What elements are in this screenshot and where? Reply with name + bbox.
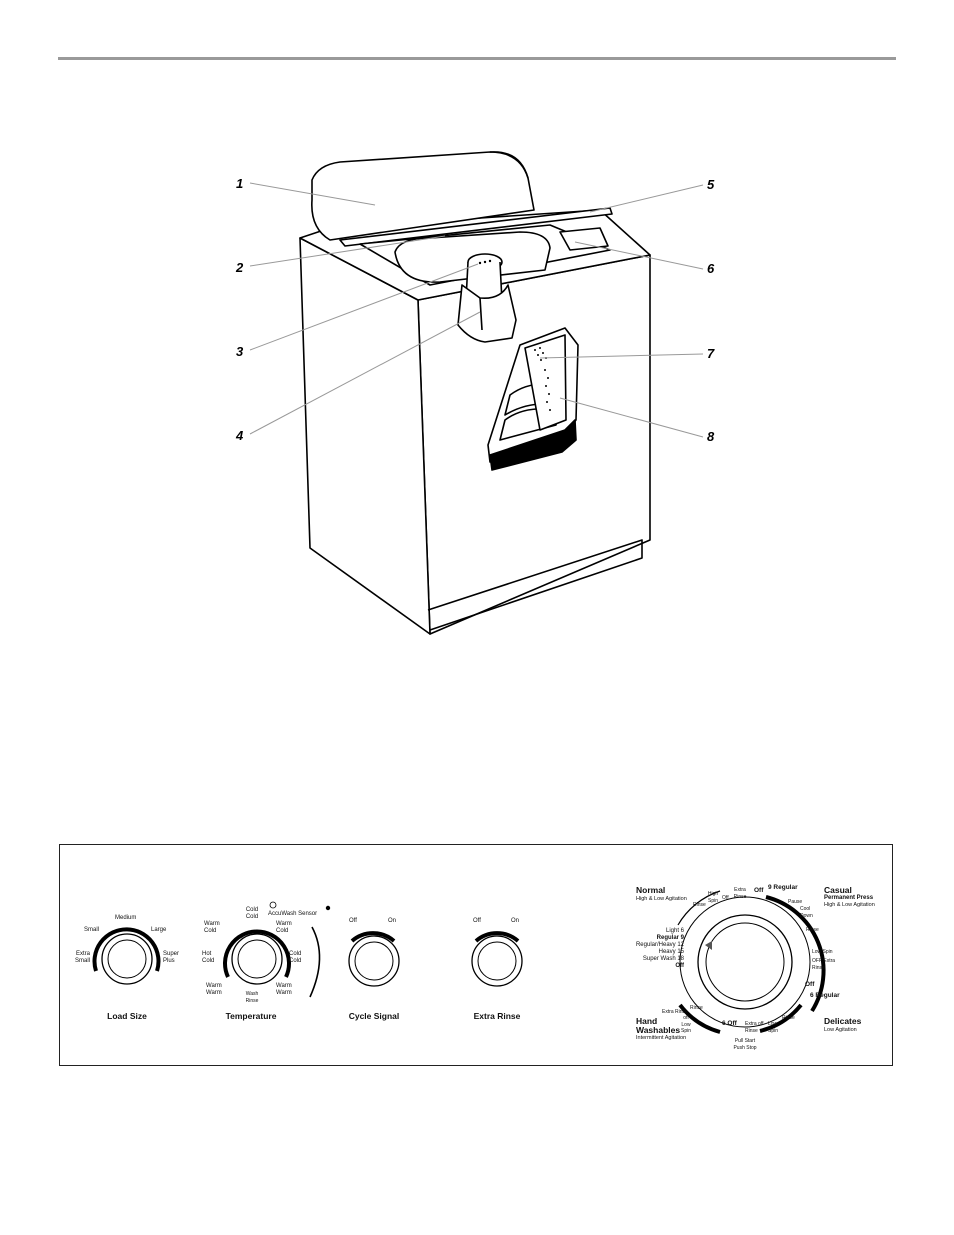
leader-7	[539, 353, 704, 359]
cycle-regular: Regular 9	[656, 935, 684, 941]
load-super-plus: Super Plus	[163, 951, 180, 964]
leader-1	[249, 182, 376, 206]
toe-kick	[427, 539, 643, 631]
cycle-rinse-r: Rinse	[806, 927, 819, 933]
cycle-rinse-top: Rinse	[693, 902, 706, 908]
callout-5: 5	[707, 177, 715, 192]
extra-rinse-label: Extra Rinse	[473, 1011, 521, 1021]
cycle-off-extra-rinse: OFF Extra Rinse	[812, 958, 836, 971]
control-panel: Extra Small Small Medium Large Super Plu…	[59, 844, 893, 1066]
leader-6	[574, 241, 704, 270]
cycle-pull-start: Pull Start Push Stop	[733, 1038, 757, 1051]
callout-7: 7	[707, 346, 715, 361]
cycle-off-left: Off	[675, 963, 684, 969]
cycle-casual-sub: High & Low Agitation	[824, 902, 875, 908]
cycle-six-regular: 6 Regular	[810, 992, 840, 999]
extra-rinse-off: Off	[473, 918, 481, 924]
load-small: Small	[84, 927, 100, 933]
cycle-rinse-br: Rinse	[782, 1015, 795, 1021]
cycle-extra-rinse-top: Extra Rinse	[733, 887, 747, 900]
temp-cold-cold-r: Cold Cold	[289, 951, 302, 964]
cycle-pause: Pause	[788, 899, 803, 905]
leader-4	[249, 311, 481, 435]
leader-2	[249, 235, 446, 267]
leader-5	[589, 184, 704, 213]
cycle-signal-arc	[350, 931, 396, 943]
callout-4: 4	[236, 428, 244, 443]
cycle-normal-sub: High & Low Agitation	[636, 896, 687, 902]
sensor-icon	[269, 901, 277, 909]
cycle-hand-title2: Washables	[636, 1025, 681, 1035]
temp-warm-cold-r: Warm Cold	[276, 921, 292, 934]
load-large: Large	[151, 927, 167, 933]
callout-3: 3	[236, 344, 244, 359]
cycle-six-off: 6 Off	[722, 1020, 737, 1027]
accuwash-sensor: AccuWash Sensor	[268, 911, 318, 917]
cloth	[457, 284, 517, 343]
panel-knobs	[92, 890, 826, 1034]
cycle-delicates-title: Delicates	[824, 1016, 862, 1026]
cycle-heavy: Heavy 15	[658, 949, 684, 955]
temperature-label: Temperature	[225, 1011, 277, 1021]
cycle-casual-title: Casual	[824, 885, 852, 895]
cycle-signal-off: Off	[349, 918, 357, 924]
cycle-signal-on: On	[388, 918, 397, 924]
cycle-delicates-sub: Low Agitation	[824, 1027, 857, 1033]
cycle-off-low-spin: off Low Spin	[680, 1015, 691, 1034]
cycle-nine-regular: 9 Regular	[768, 884, 798, 891]
temp-wash-rinse: Wash Rinse	[245, 991, 259, 1004]
extra-rinse-arc	[474, 931, 520, 943]
cycle-extra-rinse-l: Extra Rinse	[662, 1009, 688, 1015]
temp-warm-warm-l: Warm Warm	[206, 983, 222, 996]
callout-1: 1	[236, 176, 244, 191]
washer-illustration	[249, 151, 704, 635]
cycle-extra-off-rinse: Extra off Rinse	[745, 1021, 764, 1034]
top-rule	[58, 57, 896, 60]
load-size-label: Load Size	[107, 1011, 147, 1021]
lid-edge	[339, 207, 613, 247]
load-medium: Medium	[115, 915, 137, 921]
temp-cold-cold-top: Cold Cold	[245, 907, 259, 920]
cycle-low-spin: Low Spin	[812, 949, 833, 955]
load-size-arc	[92, 927, 161, 972]
load-extra-small: Extra Small	[74, 951, 90, 964]
cycle-super-wash: Super Wash 18	[642, 956, 684, 962]
cycle-off-r: Off	[805, 981, 815, 988]
cycle-signal-label: Cycle Signal	[348, 1011, 400, 1021]
cycle-casual-title2: Permanent Press	[824, 895, 874, 901]
cycle-regular-heavy: Regular/Heavy 12	[635, 942, 684, 948]
callout-6: 6	[707, 261, 715, 276]
leader-8	[559, 397, 704, 438]
temp-warm-warm-r: Warm Warm	[276, 983, 292, 996]
cycle-off-9: Off	[754, 887, 764, 894]
temp-warm-cold: Warm Cold	[204, 921, 220, 934]
temperature-arc	[223, 929, 291, 978]
callout-2: 2	[236, 260, 244, 275]
cycle-light: Light 6	[665, 928, 684, 934]
cycle-off-top: Off	[722, 895, 729, 901]
cycle-hand-sub: Intermittent Agitation	[636, 1035, 687, 1041]
temp-hot-cold: Hot Cold	[202, 951, 215, 964]
cycle-hand-title: Hand	[636, 1016, 658, 1026]
cycle-pointer-icon	[705, 941, 712, 950]
callout-8: 8	[707, 429, 715, 444]
cycle-low-spin-b: Low Spin	[768, 1021, 779, 1034]
leader-3	[249, 263, 479, 351]
cycle-rinse-bl: Rinse	[690, 1005, 703, 1011]
cycle-cool-down: Cool Down	[800, 906, 813, 919]
cycle-high-spin: High Spin	[707, 891, 719, 904]
cabinet-side	[299, 237, 431, 635]
cycle-normal-title: Normal	[636, 885, 666, 895]
extra-rinse-on: On	[511, 918, 520, 924]
